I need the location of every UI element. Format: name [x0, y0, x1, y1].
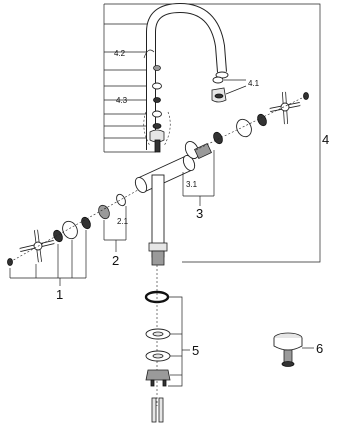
aerator-insert — [214, 93, 224, 99]
aerator-ring — [212, 76, 224, 84]
spout — [146, 2, 229, 150]
spout-washer-1 — [152, 82, 162, 90]
spout-small-parts — [143, 49, 171, 153]
spout-arc-dash — [143, 111, 151, 147]
leader-4-1-b — [225, 85, 247, 95]
spout-nut — [153, 65, 161, 71]
right-axis-dash — [195, 95, 307, 151]
callout-2: 2 — [112, 253, 119, 268]
left-sleeve — [62, 220, 78, 240]
bracket-group-4 — [103, 3, 321, 263]
drain-base — [281, 361, 295, 367]
drain-plug-6 — [273, 332, 314, 367]
right-ring — [257, 113, 267, 127]
right-handle-group-3 — [182, 91, 309, 206]
left-cross-handle — [19, 229, 55, 263]
callout-4-2: 4.2 — [114, 49, 126, 58]
right-cartridge — [184, 141, 200, 159]
callout-2-1: 2.1 — [117, 217, 129, 226]
callout-4-1: 4.1 — [248, 79, 260, 88]
mount-stud-right — [162, 379, 167, 387]
mount-stud-left — [150, 379, 155, 387]
supply-hose-1 — [151, 397, 157, 423]
crossbar-right-end — [182, 154, 196, 172]
drain-stem — [283, 349, 293, 363]
callout-4: 4 — [322, 132, 329, 147]
crossbar-left-end — [134, 176, 148, 194]
spout-bushing — [149, 129, 165, 143]
spout-oring-1 — [153, 97, 161, 103]
callout-4-3: 4.3 — [116, 96, 128, 105]
spout-inner — [147, 3, 226, 150]
mount-washer-2-hole — [152, 353, 164, 359]
standpipe-collar — [148, 242, 168, 252]
mounting-group-5 — [144, 265, 190, 423]
bracket-5 — [168, 296, 183, 387]
right-cross-handle — [269, 91, 301, 125]
left-ring — [53, 229, 63, 243]
right-cap-screw — [303, 92, 309, 100]
aerator-group — [211, 76, 247, 103]
left-cartridge — [98, 204, 110, 220]
callout-3-1: 3.1 — [186, 180, 198, 189]
mount-nut-plate — [145, 369, 171, 381]
faucet-body — [134, 154, 196, 266]
spout-stem — [154, 139, 161, 153]
drain-cap-side — [273, 338, 303, 351]
left-oring — [81, 216, 91, 230]
spout-washer-2 — [152, 110, 162, 118]
standpipe-thread — [151, 250, 165, 266]
bracket-4-outline — [104, 3, 321, 263]
callout-5: 5 — [192, 343, 199, 358]
callout-1: 1 — [56, 287, 63, 302]
supply-hose-2 — [158, 397, 164, 423]
mount-washer-1-hole — [152, 331, 164, 337]
left-axis-dash — [9, 189, 139, 263]
spout-arc-dash-2 — [163, 111, 171, 147]
callout-6: 6 — [316, 341, 323, 356]
callout-3: 3 — [196, 206, 203, 221]
left-handle-group — [7, 189, 139, 286]
spout-clip-icon — [143, 49, 155, 59]
left-cartridge-ring — [116, 193, 126, 207]
right-oring — [213, 131, 223, 145]
right-spindle — [194, 142, 212, 160]
right-sleeve — [236, 118, 252, 138]
spout-oring-2 — [152, 123, 162, 129]
